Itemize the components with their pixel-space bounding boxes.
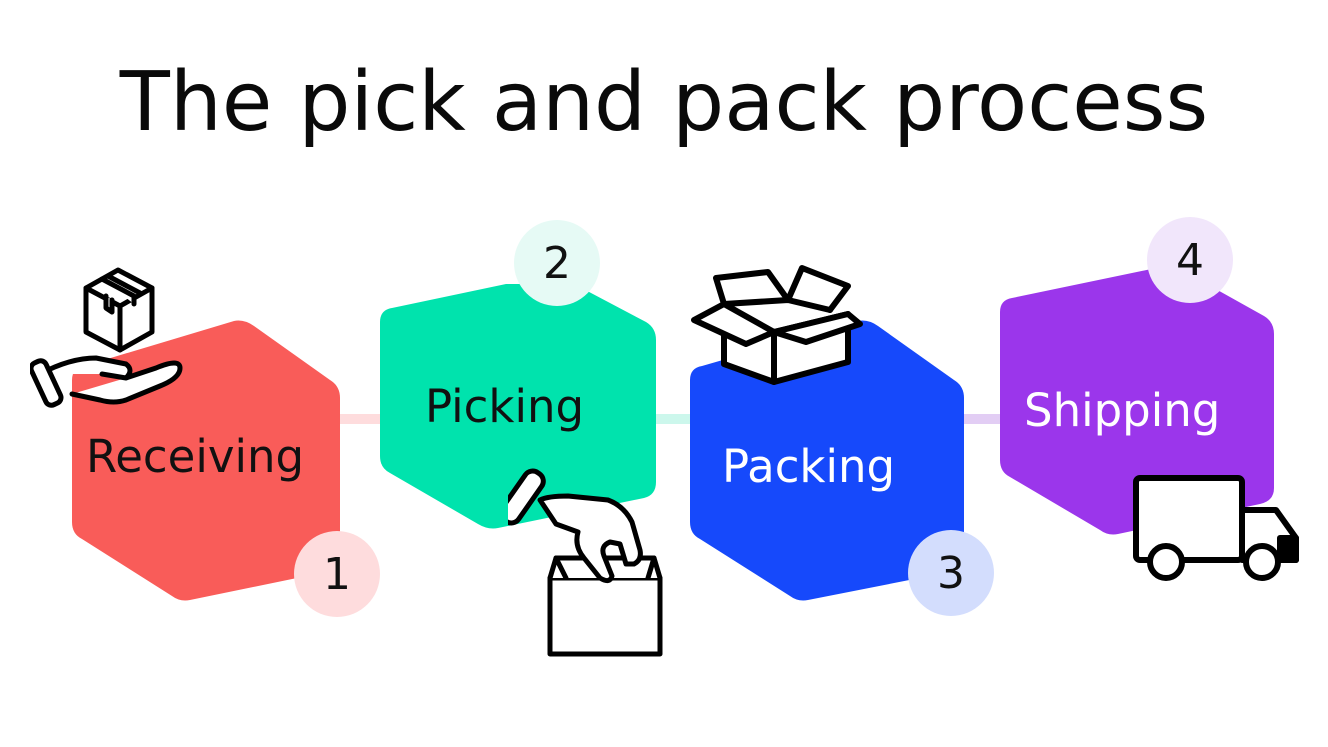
connector-1-2 [340, 414, 384, 424]
step-shipping-label: Shipping [1024, 384, 1221, 437]
step-packing-shape [686, 316, 968, 604]
step-picking-label: Picking [425, 380, 585, 433]
hand-receiving-box-icon [28, 246, 185, 420]
connector-2-3 [654, 414, 692, 424]
page-title: The pick and pack process [119, 55, 1209, 150]
connector-3-4 [962, 414, 1002, 424]
hand-picking-from-box-icon [498, 460, 668, 664]
delivery-truck-icon [1130, 472, 1302, 588]
step-1-badge: 1 [294, 531, 380, 617]
open-box-icon [688, 264, 864, 396]
step-picking-shape [378, 284, 660, 546]
step-4-badge: 4 [1147, 217, 1233, 303]
step-2-badge: 2 [514, 220, 600, 306]
step-3-badge: 3 [908, 530, 994, 616]
step-packing-label: Packing [722, 440, 896, 493]
step-shipping-shape [996, 264, 1278, 546]
step-receiving-label: Receiving [86, 430, 305, 483]
